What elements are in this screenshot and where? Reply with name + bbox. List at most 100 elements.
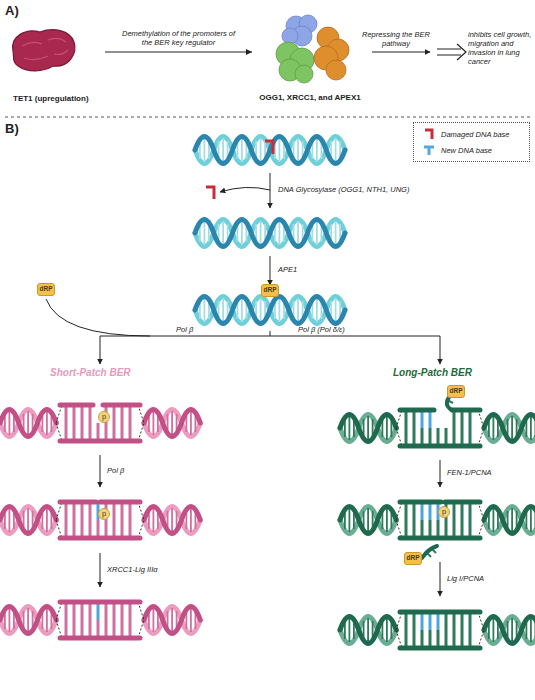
long-patch-dna — [400, 610, 480, 615]
long-patch-dna — [340, 612, 535, 648]
ogg1-protein — [282, 15, 317, 46]
panel-label: B) — [5, 121, 19, 136]
short-patch-dna — [0, 502, 200, 538]
apex1-protein — [326, 60, 346, 80]
removal-arrow — [220, 187, 270, 192]
short-patch-dna — [66, 405, 130, 423]
short-patch-dna — [0, 405, 200, 441]
long-patch-dna — [406, 612, 470, 630]
protein-node: TET1 (upregulation) — [5, 24, 105, 108]
long-patch-dna — [340, 410, 535, 446]
step-arrow — [100, 553, 101, 587]
step-arrow — [270, 173, 271, 208]
node-label: p — [442, 508, 446, 516]
enzyme-label: XRCC1-Lig IIIα — [107, 565, 158, 574]
legend-item: New DNA base — [422, 144, 492, 156]
node-label: TET1 (upregulation) — [13, 94, 89, 103]
protein-cluster — [268, 14, 352, 86]
damaged-base-symbol — [422, 128, 436, 140]
phosphate-circle: p — [98, 508, 110, 520]
long-patch-dna — [406, 410, 470, 428]
flow-arrow — [372, 52, 430, 53]
connector-arrow — [105, 49, 252, 55]
short-patch-dna — [0, 602, 200, 638]
legend-text: New DNA base — [441, 146, 492, 155]
enzyme-label: Pol β (Pol δ/ε) — [298, 325, 345, 334]
short-patch-dna — [66, 602, 130, 620]
drp-tag: dRP — [37, 283, 55, 296]
pathway-title: Short-Patch BER — [50, 367, 131, 378]
node-label: dRP — [40, 286, 53, 293]
branch-lines — [46, 299, 150, 336]
long-patch-dna — [340, 502, 535, 538]
node-label: dRP — [407, 555, 420, 562]
step-arrow — [100, 455, 101, 487]
apex1-protein — [314, 27, 349, 80]
phosphate-circle: p — [438, 506, 450, 518]
node-label: dRP — [264, 287, 277, 294]
step-arrow — [270, 256, 271, 285]
short-patch-dna — [0, 602, 200, 638]
node-label: OGG1, XRCC1, and APEX1 — [252, 93, 368, 102]
long-patch-dna — [400, 408, 480, 413]
removed-base — [206, 187, 214, 199]
long-patch-dna — [340, 393, 535, 446]
legend-text: Damaged DNA base — [441, 130, 510, 139]
short-patch-dna — [60, 600, 140, 605]
short-patch-dna — [0, 502, 200, 538]
dna-helix — [195, 137, 345, 164]
branch-lines — [440, 336, 441, 364]
node-label: dRP — [450, 388, 463, 395]
legend-item: Damaged DNA base — [422, 128, 510, 140]
long-patch-dna — [340, 393, 535, 648]
node-label: p — [102, 413, 106, 421]
tet1-blob — [8, 26, 80, 76]
step-arrow — [440, 562, 441, 596]
new-base-symbol — [424, 147, 434, 155]
drp-tag: dRP — [261, 284, 279, 297]
branch-lines — [100, 331, 440, 336]
dna-helix — [195, 137, 345, 324]
short-patch-dna — [0, 405, 200, 441]
enzyme-label: FEN-1/PCNA — [447, 468, 492, 477]
protein-node: OGG1, XRCC1, and APEX1 — [252, 14, 368, 108]
long-patch-dna — [422, 546, 437, 558]
node-label: p — [102, 510, 106, 518]
separator-line — [5, 117, 530, 118]
new-base-symbol — [422, 144, 436, 156]
long-patch-dna — [340, 502, 535, 538]
branch-lines — [100, 336, 101, 364]
connector-line — [105, 52, 252, 53]
long-patch-dna — [422, 612, 438, 630]
short-patch-dna — [60, 500, 140, 505]
step-arrow — [270, 173, 271, 285]
long-patch-dna — [400, 500, 480, 505]
enzyme-label: DNA Glycosylase (OGG1, NTH1, UNG) — [278, 185, 409, 194]
arrow-head — [246, 49, 252, 55]
legend-box: Damaged DNA baseNew DNA base — [413, 122, 530, 162]
long-patch-dna — [422, 410, 430, 428]
flow-arrow — [372, 52, 430, 53]
short-patch-dna — [60, 403, 140, 408]
branch-lines — [46, 299, 440, 364]
double-arrow — [437, 49, 461, 55]
outcome-text: inhibits cell growth, migration and inva… — [468, 30, 534, 66]
pathway-title: Long-Patch BER — [393, 367, 472, 378]
ogg1-protein — [282, 28, 298, 44]
enzyme-label: Pol β — [107, 466, 124, 475]
long-patch-dna — [340, 612, 535, 648]
edge-label: Demethylation of the promoters of the BE… — [119, 29, 239, 47]
xrcc1-protein — [295, 65, 313, 83]
long-patch-dna — [422, 502, 438, 520]
step-arrow — [440, 460, 441, 596]
tet1-blob — [13, 30, 75, 71]
long-patch-dna — [406, 502, 470, 520]
drp-tag: dRP — [404, 552, 422, 565]
dna-helix — [195, 220, 345, 247]
double-arrow — [437, 44, 466, 60]
drp-tag: dRP — [447, 385, 465, 398]
arrow-label: Repressing the BER pathway — [362, 30, 430, 48]
dna-helix — [195, 297, 345, 324]
